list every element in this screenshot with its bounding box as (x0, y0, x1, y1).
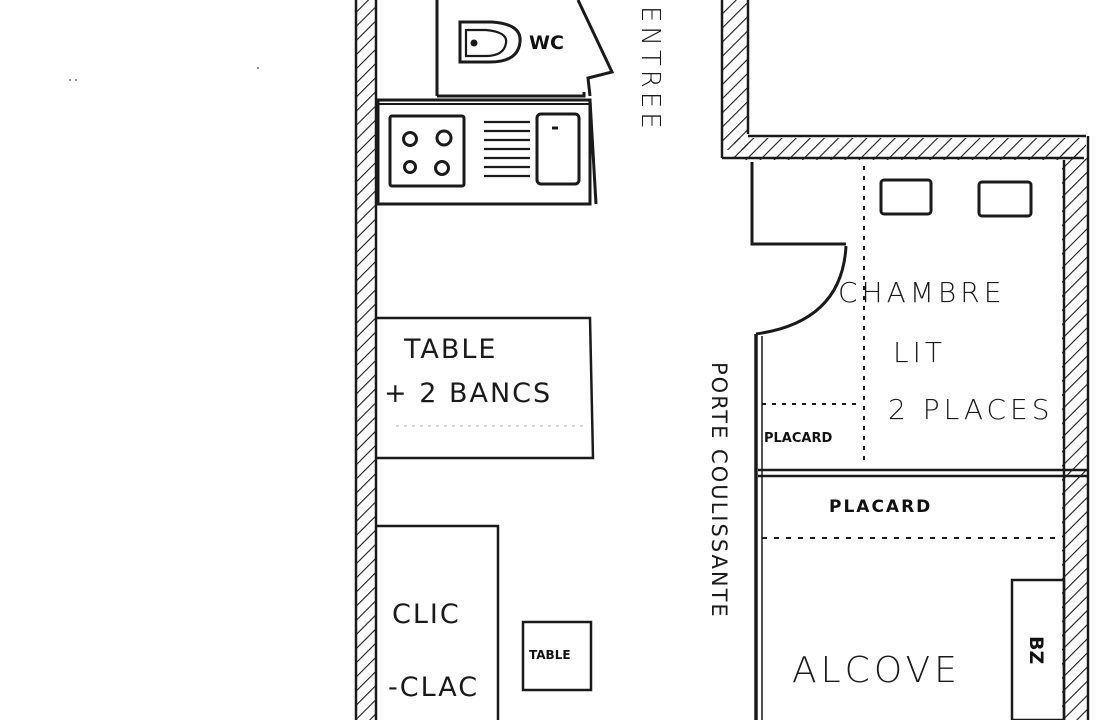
stove-icon (388, 114, 466, 188)
clic-clac-sofa (377, 524, 500, 720)
small-table-label: TABLE (529, 648, 571, 662)
clac-label: -CLAC (388, 672, 479, 703)
left-wall (354, 0, 378, 720)
paper-specks (69, 67, 259, 81)
wc-label: WC (529, 32, 564, 54)
clic-label: CLIC (392, 599, 461, 630)
table-bancs-label: + 2 BANCS (384, 378, 552, 409)
right-wall (1062, 136, 1090, 720)
bed-outline (762, 166, 865, 460)
kitchen-counter (376, 98, 598, 206)
porte-coulissante-label: PORTE COULISSANTE (707, 362, 731, 619)
lit-label: LIT (893, 336, 946, 369)
bedroom-door (750, 162, 848, 720)
bz-label: BZ (1025, 636, 1047, 664)
chambre-label: CHAMBRE (838, 276, 1005, 309)
placard-small-label: PLACARD (764, 431, 832, 446)
alcove-label: ALCOVE (792, 650, 961, 691)
upper-corridor-wall (720, 0, 750, 158)
dining-table (377, 316, 595, 460)
wc-room (435, 0, 615, 98)
toilet-icon (458, 20, 522, 64)
bedroom-top-wall (722, 134, 1086, 160)
sink-drainer (484, 120, 530, 178)
small-table (521, 620, 593, 692)
bz-sofa (1010, 578, 1066, 720)
bedroom-bottom-wall (758, 468, 1088, 478)
entrance-label: ENTREE (635, 6, 665, 133)
table-label: TABLE (403, 334, 498, 365)
nightstands (879, 178, 1033, 218)
sink-icon (535, 112, 581, 186)
placard-wide-label: PLACARD (829, 497, 932, 517)
deux-places-label: 2 PLACES (888, 393, 1054, 426)
